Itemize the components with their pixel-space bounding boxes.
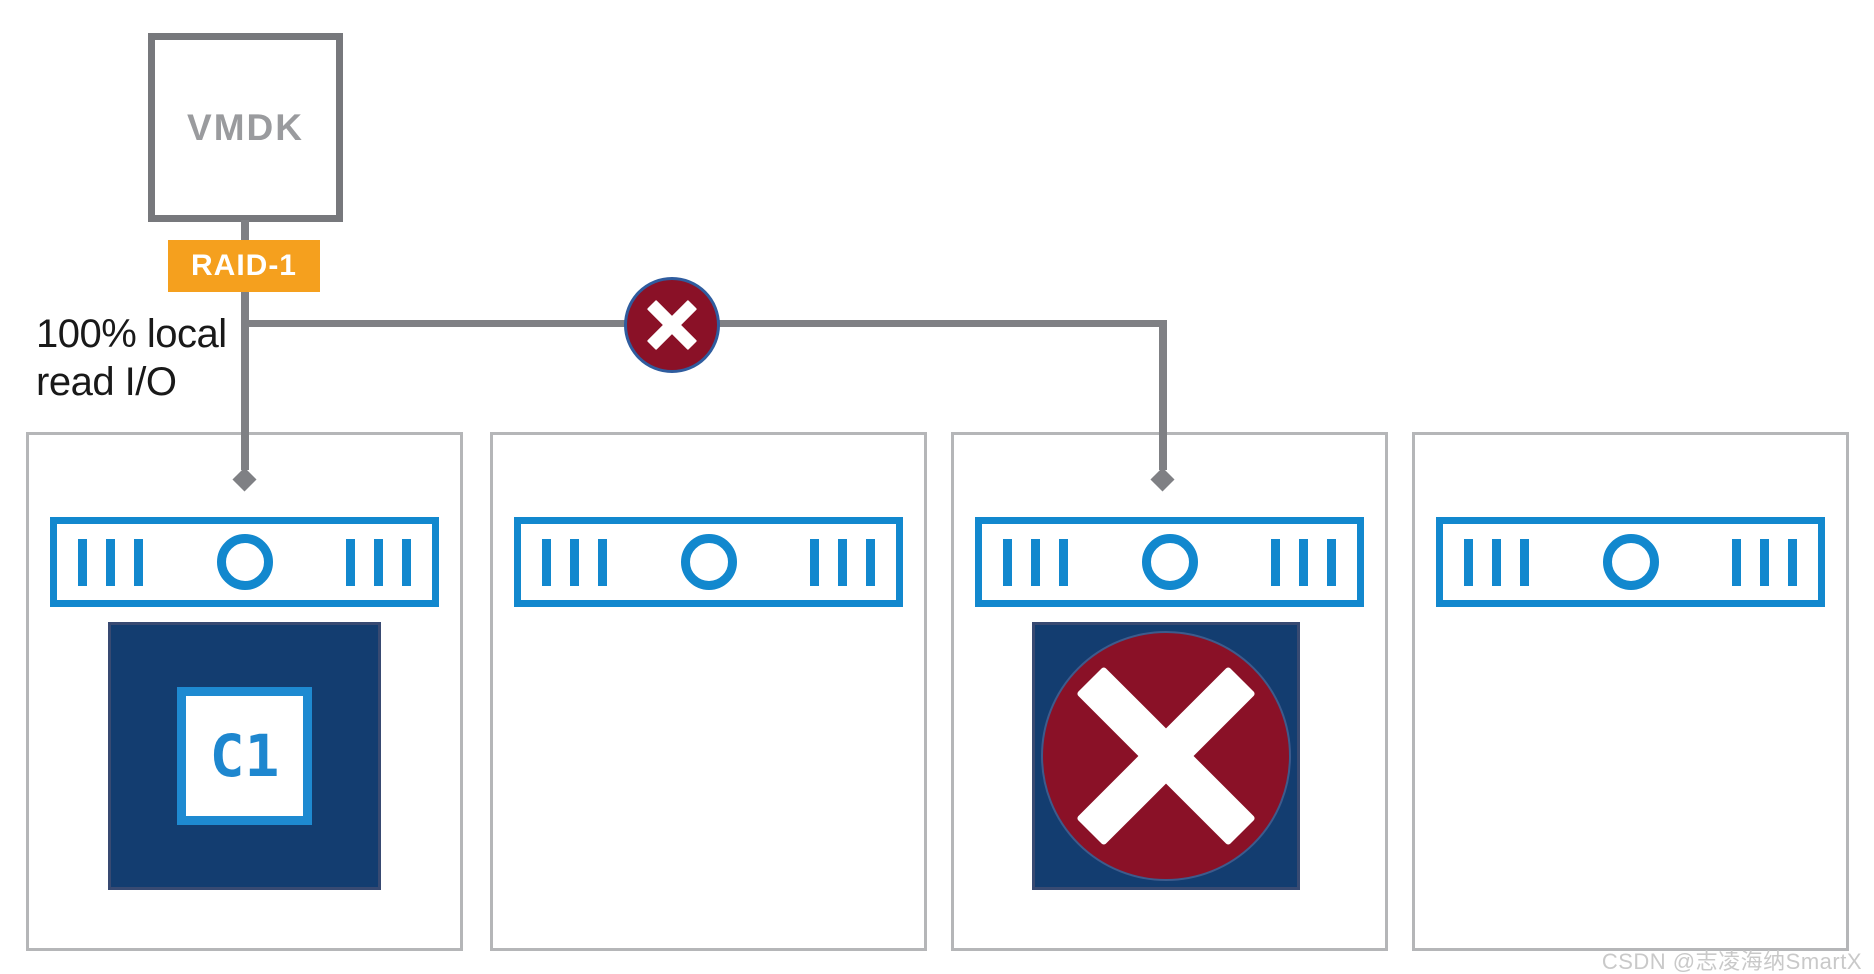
server-right-slots (1732, 538, 1797, 586)
server-icon (975, 517, 1364, 607)
replica-label: C1 (209, 722, 280, 790)
server-left-slots (1464, 538, 1529, 586)
server-right-slots (810, 538, 875, 586)
server-icon (514, 517, 903, 607)
host-box-1: C1 (26, 432, 463, 951)
server-left-slots (78, 538, 143, 586)
server-left-slots (542, 538, 607, 586)
host-box-4 (1412, 432, 1849, 951)
vmdk-box: VMDK (148, 33, 343, 222)
connector-to-host3 (1159, 320, 1167, 470)
host-box-2 (490, 432, 927, 951)
connector-vmdk-to-host1 (241, 220, 249, 470)
vmdk-label: VMDK (187, 106, 304, 148)
watermark: CSDN @志凌海纳SmartX (1601, 949, 1862, 974)
raid-1-badge: RAID-1 (168, 240, 320, 292)
x-circle-icon (1041, 631, 1291, 881)
x-circle-icon (624, 277, 720, 373)
server-power-ring (1602, 534, 1659, 590)
caption-line-2: read I/O (36, 360, 177, 404)
server-icon (1436, 517, 1825, 607)
server-power-ring (216, 534, 273, 590)
server-icon (50, 517, 439, 607)
replica-frame: C1 (177, 687, 312, 825)
server-power-ring (1141, 534, 1198, 590)
server-right-slots (1271, 538, 1336, 586)
read-io-caption: 100% local read I/O (36, 310, 227, 406)
replica-block-c1: C1 (108, 622, 381, 890)
server-left-slots (1003, 538, 1068, 586)
caption-line-1: 100% local (36, 312, 227, 356)
failed-replica-block (1032, 622, 1300, 890)
host-box-3 (951, 432, 1388, 951)
server-right-slots (346, 538, 411, 586)
server-power-ring (680, 534, 737, 590)
